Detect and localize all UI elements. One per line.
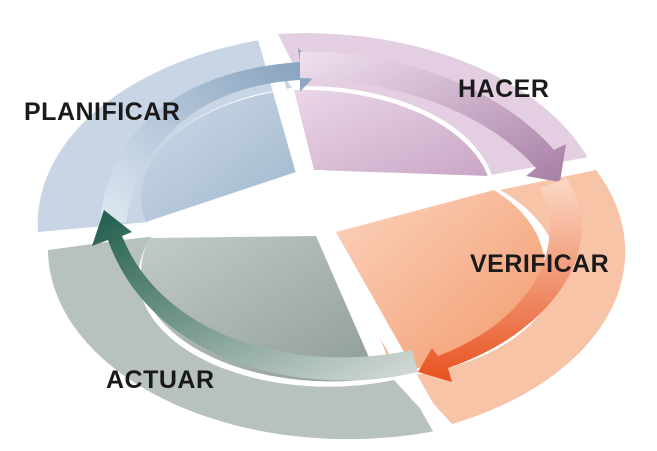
- plan-label: PLANIFICAR: [24, 98, 181, 126]
- plan-arrow: [100, 48, 320, 222]
- act-arrow: [92, 210, 418, 381]
- center-hub: [274, 170, 366, 230]
- plan-inner-quadrant: [141, 92, 296, 222]
- cycle-arrows: [92, 48, 582, 382]
- check-label: VERIFICAR: [470, 250, 610, 278]
- act-label: ACTUAR: [106, 366, 215, 394]
- do-label: HACER: [458, 75, 550, 103]
- do-inner-quadrant: [294, 89, 488, 176]
- check-arrow: [418, 178, 582, 382]
- act-outer-segment: [48, 236, 440, 440]
- do-arrow: [300, 51, 566, 183]
